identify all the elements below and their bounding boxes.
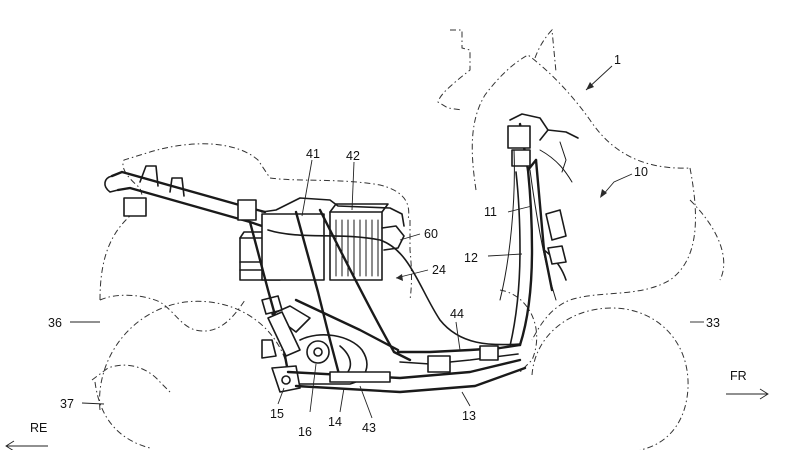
rear-bracket — [139, 165, 159, 187]
leg-shield-outline — [471, 54, 691, 191]
direction-rear: RE — [5, 421, 48, 450]
label-36: 36 — [48, 316, 62, 330]
label-24: 24 — [432, 263, 446, 277]
leader-lines — [70, 65, 704, 419]
direction-front: FR — [726, 369, 769, 400]
component-42-top — [329, 203, 389, 213]
label-12: 12 — [464, 251, 478, 265]
label-60: 60 — [424, 227, 438, 241]
label-42: 42 — [346, 149, 360, 163]
rear-wheel-lower-outline — [94, 381, 151, 449]
leader-12 — [487, 253, 523, 257]
leader-10 — [601, 173, 633, 197]
leader-44 — [455, 321, 461, 351]
floor-cover-outline — [499, 289, 538, 373]
throttle-cable — [539, 149, 573, 183]
label-10: 10 — [634, 165, 648, 179]
component-60-connector — [381, 225, 405, 251]
front-wheel-outline — [531, 307, 689, 450]
front-direction-arrow-head — [759, 388, 769, 400]
leader-1-arrow — [586, 82, 594, 90]
label-41: 41 — [306, 147, 320, 161]
label-15: 15 — [270, 407, 284, 421]
front-down-tube-inner — [509, 171, 521, 347]
front-direction-label: FR — [730, 369, 747, 383]
front-lower-cover-outline — [689, 199, 725, 281]
label-33: 33 — [706, 316, 720, 330]
floor-frame — [396, 343, 522, 354]
lower-frame-plate — [329, 371, 391, 383]
rear-frame-upper-rail — [110, 170, 267, 214]
front-bracket — [545, 209, 567, 241]
leader-16 — [309, 363, 317, 413]
handlebar-block — [507, 125, 531, 149]
wiring-harness-3 — [529, 169, 557, 301]
windscreen-outline — [534, 28, 557, 73]
leader-24-arrow — [396, 274, 403, 281]
mirror-stem — [559, 141, 567, 173]
leader-11 — [507, 205, 533, 213]
front-cover-outline — [409, 220, 412, 301]
label-11: 11 — [484, 205, 497, 219]
rear-tail-lamp-mount — [261, 295, 283, 315]
rear-bracket-2 — [169, 177, 185, 197]
label-1: 1 — [614, 53, 621, 67]
rear-shock-body — [267, 311, 301, 357]
rear-lower-bracket — [271, 365, 301, 393]
label-16: 16 — [298, 425, 312, 439]
label-37: 37 — [60, 397, 74, 411]
front-bracket-2 — [547, 245, 567, 265]
floor-bracket — [427, 355, 451, 373]
front-fender-outline — [531, 167, 696, 341]
leader-13 — [461, 391, 471, 407]
handlebar-block-2 — [511, 149, 531, 167]
leader-10-arrow — [600, 189, 607, 198]
rear-wheel-outline — [99, 300, 289, 411]
phantom-outlines — [91, 28, 725, 450]
wiring-harness — [267, 229, 521, 346]
rear-fender-outline — [99, 294, 246, 332]
rear-lower-bolt — [281, 375, 291, 385]
component-41-box — [261, 213, 325, 281]
wiring-harness-2 — [499, 149, 515, 301]
rear-lower-mount — [261, 339, 277, 359]
leader-15 — [277, 387, 285, 405]
leader-43 — [359, 385, 373, 419]
swingarm-pivot — [306, 340, 330, 364]
floor-bracket-2 — [479, 345, 499, 361]
handlebar-clamp — [509, 113, 549, 141]
leader-37 — [81, 402, 105, 405]
rear-direction-arrow-head — [5, 440, 15, 450]
rear-mount-block-2 — [237, 199, 257, 221]
rear-mount-block — [123, 197, 147, 217]
seat-frame — [261, 197, 405, 227]
rear-frame-lower-rail — [116, 186, 264, 228]
leader-60 — [399, 233, 421, 241]
brake-lever — [547, 129, 579, 139]
seat-stay-tube — [294, 210, 342, 380]
cross-tube-2 — [294, 298, 400, 352]
rear-body-cover-outline — [99, 143, 410, 301]
label-44: 44 — [450, 307, 464, 321]
leader-41 — [301, 159, 313, 217]
rear-cover-lower-outline — [91, 364, 171, 393]
swingarm-pivot-inner — [313, 347, 323, 357]
label-43: 43 — [362, 421, 376, 435]
label-13: 13 — [462, 409, 476, 423]
label-14: 14 — [328, 415, 342, 429]
handlebar-cover-outline — [437, 29, 471, 111]
reference-numerals: 1 10 11 12 13 14 15 16 24 33 36 37 41 42… — [48, 53, 720, 439]
rear-direction-label: RE — [30, 421, 47, 435]
component-42-fins — [335, 219, 379, 277]
floor-frame-lower — [399, 353, 519, 365]
lower-frame-rail-bottom — [294, 366, 527, 394]
leader-14 — [339, 387, 345, 413]
rear-frame-tail — [104, 175, 119, 193]
leader-42 — [351, 161, 355, 211]
vehicle-frame — [104, 113, 579, 394]
front-down-tube — [518, 168, 534, 347]
